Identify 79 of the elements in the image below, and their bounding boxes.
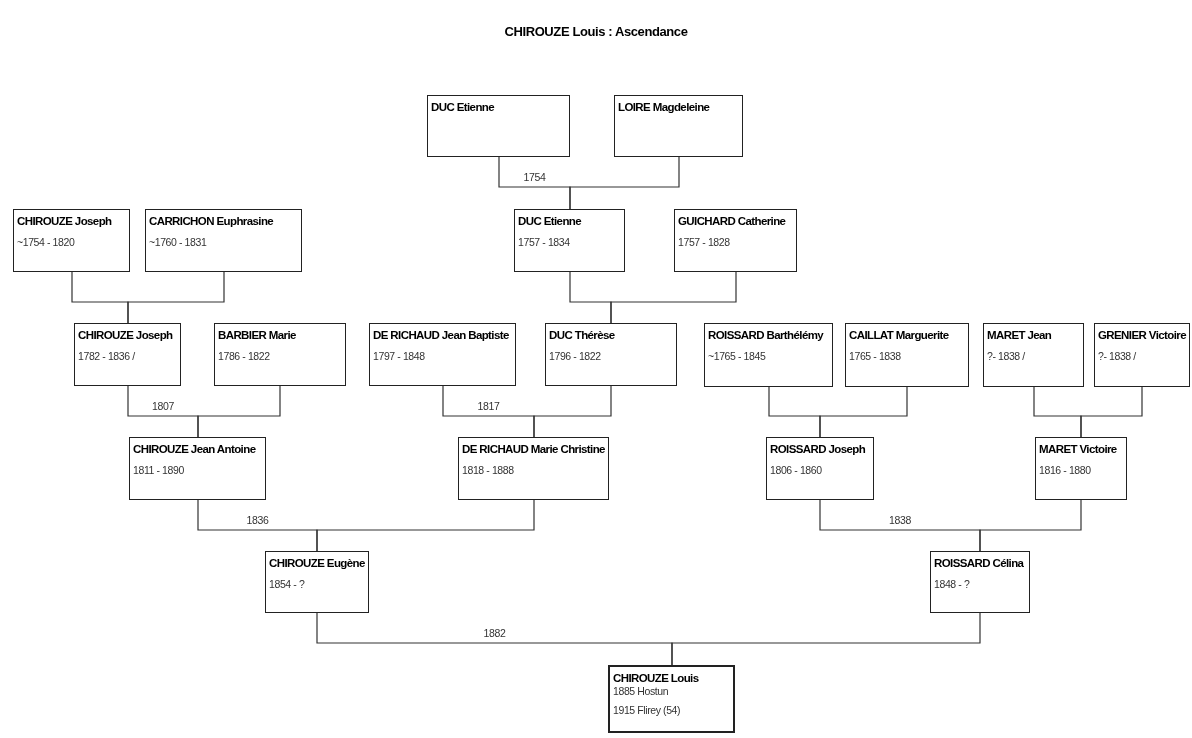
life-dates: 1806 - 1860 xyxy=(770,464,822,476)
family-line xyxy=(127,271,225,324)
family-line xyxy=(533,385,612,438)
person-name: CHIROUZE Eugène xyxy=(269,557,365,569)
life-dates: ~1765 - 1845 xyxy=(708,350,766,362)
life-dates: 1816 - 1880 xyxy=(1039,464,1091,476)
life-dates: 1757 - 1834 xyxy=(518,236,570,248)
person-box xyxy=(766,437,874,500)
family-line xyxy=(671,612,981,666)
person-name: CAILLAT Marguerite xyxy=(849,329,949,341)
person-box xyxy=(1094,323,1190,387)
person-name: DUC Etienne xyxy=(518,215,582,227)
person-box xyxy=(983,323,1084,387)
family-line xyxy=(316,499,535,552)
person-box xyxy=(845,323,969,387)
person-name: CARRICHON Euphrasine xyxy=(149,215,274,227)
person-box xyxy=(930,551,1030,613)
edge-label: 1836 xyxy=(246,514,269,526)
edge-label: 1838 xyxy=(889,514,911,526)
family-line xyxy=(610,271,737,324)
person-name: ROISSARD Barthélémy xyxy=(708,329,824,341)
person-name: ROISSARD Joseph xyxy=(770,443,866,455)
life-dates: ?- 1838 / xyxy=(987,350,1025,362)
person-box xyxy=(369,323,516,386)
edge-label: 1754 xyxy=(523,171,546,183)
person-name: DUC Etienne xyxy=(431,101,495,113)
person-box xyxy=(674,209,797,272)
person-name: DE RICHAUD Jean Baptiste xyxy=(373,329,509,341)
person-box xyxy=(129,437,266,500)
life-dates: 1818 - 1888 xyxy=(462,464,514,476)
person-name: GUICHARD Catherine xyxy=(678,215,786,227)
person-box xyxy=(265,551,369,613)
family-line xyxy=(979,499,1082,552)
person-box xyxy=(427,95,570,157)
diagram-title: CHIROUZE Louis : Ascendance xyxy=(504,24,688,39)
person-box xyxy=(704,323,833,387)
person-name: DE RICHAUD Marie Christine xyxy=(462,443,605,455)
person-box xyxy=(13,209,130,272)
person-name: GRENIER Victoire xyxy=(1098,329,1186,341)
person-name: LOIRE Magdeleine xyxy=(618,101,710,113)
person-name: CHIROUZE Jean Antoine xyxy=(133,443,256,455)
person-box xyxy=(1035,437,1127,500)
family-line xyxy=(819,386,908,438)
family-line xyxy=(1080,386,1143,438)
edge-label: 1817 xyxy=(477,400,500,412)
life-dates: ~1760 - 1831 xyxy=(149,236,207,248)
person-box xyxy=(614,95,743,157)
life-dates: 1885 Hostun xyxy=(613,685,669,697)
person-box xyxy=(608,665,735,733)
person-box xyxy=(214,323,346,386)
life-dates: 1796 - 1822 xyxy=(549,350,601,362)
life-dates: 1848 - ? xyxy=(934,578,970,590)
person-box xyxy=(545,323,677,386)
life-dates: ?- 1838 / xyxy=(1098,350,1136,362)
person-name: DUC Thérèse xyxy=(549,329,615,341)
person-name: ROISSARD Célina xyxy=(934,557,1024,569)
edge-label: 1807 xyxy=(152,400,174,412)
person-name: MARET Jean xyxy=(987,329,1052,341)
person-box xyxy=(145,209,302,272)
life-dates: 1782 - 1836 / xyxy=(78,350,135,362)
life-dates: 1765 - 1838 xyxy=(849,350,901,362)
family-line xyxy=(197,385,281,438)
life-dates: 1786 - 1822 xyxy=(218,350,270,362)
person-name: BARBIER Marie xyxy=(218,329,296,341)
life-dates: 1811 - 1890 xyxy=(133,464,184,476)
person-name: CHIROUZE Joseph xyxy=(17,215,112,227)
family-line xyxy=(569,156,680,210)
person-name: CHIROUZE Louis xyxy=(613,672,699,684)
person-name: CHIROUZE Joseph xyxy=(78,329,173,341)
life-dates: 1757 - 1828 xyxy=(678,236,730,248)
person-box xyxy=(74,323,181,386)
person-name: MARET Victoire xyxy=(1039,443,1117,455)
life-dates: ~1754 - 1820 xyxy=(17,236,75,248)
person-box xyxy=(458,437,609,500)
life-dates: 1915 Flirey (54) xyxy=(613,704,681,716)
person-box xyxy=(514,209,625,272)
edge-label: 1882 xyxy=(483,627,506,639)
life-dates: 1797 - 1848 xyxy=(373,350,425,362)
life-dates: 1854 - ? xyxy=(269,578,305,590)
